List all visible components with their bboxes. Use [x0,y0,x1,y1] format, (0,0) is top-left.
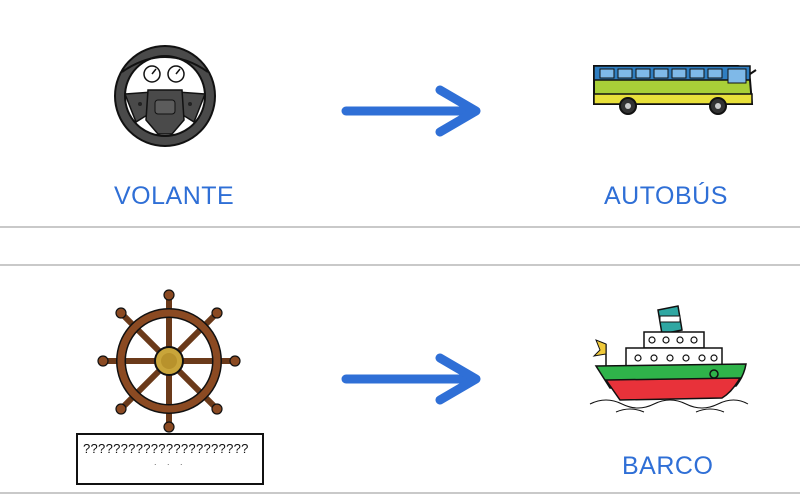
answer-text: ?????????????????????? [83,441,249,456]
source-label-volante: VOLANTE [114,182,235,210]
steering-wheel-icon [114,45,216,147]
target-label-barco: BARCO [622,452,714,480]
answer-input-box[interactable]: ?????????????????????? . . . [76,433,264,485]
right-arrow-icon [341,85,481,137]
target-label-autobus: AUTOBÚS [604,182,728,210]
ship-icon [589,305,749,413]
bus-icon [593,65,757,115]
right-arrow-icon [341,353,481,405]
ship-wheel-icon [97,289,241,433]
answer-marks: . . . [154,457,187,467]
